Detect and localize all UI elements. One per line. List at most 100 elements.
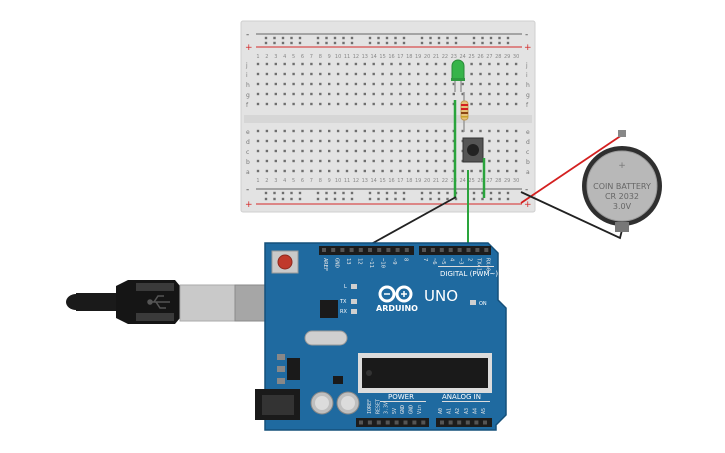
svg-text:20: 20 [424, 178, 430, 184]
svg-text:4: 4 [283, 54, 286, 60]
svg-text:2: 2 [467, 258, 473, 261]
reset-button[interactable] [271, 250, 299, 274]
svg-text:27: 27 [486, 54, 492, 60]
svg-text:RX◂0: RX◂0 [484, 258, 490, 271]
svg-text:GND: GND [400, 405, 406, 414]
svg-text:12: 12 [353, 54, 359, 60]
svg-text:a: a [526, 169, 530, 176]
rail-plus-label-bottom: + [245, 200, 253, 210]
svg-text:26: 26 [477, 54, 483, 60]
rail-plus-label-right: + [524, 43, 532, 53]
breadboard[interactable]: - + - + - + - + j i h g f e d c b a j i … [240, 20, 536, 213]
svg-text:25: 25 [468, 54, 474, 60]
arduino-model: UNO [424, 287, 458, 305]
svg-text:d: d [526, 139, 530, 146]
svg-text:2: 2 [265, 54, 268, 60]
rail-minus-label: - [246, 30, 249, 40]
svg-text:~10: ~10 [380, 258, 386, 268]
svg-text:10: 10 [335, 178, 341, 184]
l-led [351, 284, 357, 289]
svg-text:A0: A0 [438, 408, 444, 414]
svg-text:12: 12 [357, 258, 363, 265]
svg-text:A1: A1 [447, 408, 453, 414]
rx-led [351, 309, 357, 314]
breadboard-holes [256, 36, 518, 201]
coin-battery[interactable]: + COIN BATTERY CR 2032 3.0V [582, 130, 662, 232]
svg-text:29: 29 [504, 54, 510, 60]
svg-text:30: 30 [513, 54, 519, 60]
svg-text:A2: A2 [455, 408, 461, 414]
svg-text:7: 7 [310, 54, 313, 60]
svg-text:2: 2 [265, 178, 268, 184]
svg-text:RESET: RESET [375, 399, 381, 414]
rail-minus-label-bottom-right: - [525, 185, 528, 195]
svg-text:24: 24 [460, 178, 466, 184]
battery-red-wire[interactable] [520, 134, 623, 204]
svg-text:17: 17 [397, 54, 403, 60]
battery-label-2: CR 2032 [605, 192, 639, 201]
rail-minus-label-right: - [525, 30, 528, 40]
svg-text:AREF: AREF [322, 258, 328, 271]
svg-text:22: 22 [442, 178, 448, 184]
svg-text:21: 21 [433, 178, 439, 184]
atmega-chip [358, 353, 492, 393]
svg-text:d: d [246, 139, 250, 146]
svg-text:8: 8 [319, 178, 322, 184]
svg-text:30: 30 [513, 178, 519, 184]
svg-text:TX▸1: TX▸1 [475, 258, 481, 271]
push-button[interactable] [462, 137, 484, 163]
battery-label-3: 3.0V [613, 202, 632, 211]
svg-text:~5: ~5 [440, 258, 446, 265]
svg-text:13: 13 [345, 258, 351, 265]
svg-text:A5: A5 [481, 408, 487, 414]
svg-text:28: 28 [495, 178, 501, 184]
resistor[interactable] [460, 92, 469, 132]
green-led[interactable] [451, 59, 465, 92]
svg-text:15: 15 [379, 178, 385, 184]
svg-text:13: 13 [362, 54, 368, 60]
svg-text:1: 1 [256, 54, 259, 60]
on-label: ON [479, 301, 487, 307]
svg-text:18: 18 [406, 178, 412, 184]
svg-text:27: 27 [486, 178, 492, 184]
digital-label: DIGITAL (PWM~) [440, 270, 498, 278]
svg-text:29: 29 [504, 178, 510, 184]
svg-text:h: h [246, 82, 250, 89]
svg-text:e: e [526, 129, 530, 136]
svg-text:11: 11 [344, 54, 350, 60]
arduino-brand: ARDUINO [376, 304, 418, 313]
svg-text:~6: ~6 [431, 258, 437, 265]
svg-text:16: 16 [388, 54, 394, 60]
svg-text:i: i [526, 72, 528, 79]
svg-text:4: 4 [449, 258, 455, 262]
svg-text:13: 13 [362, 178, 368, 184]
svg-text:8: 8 [403, 258, 409, 261]
column-numbers: 1122334455667788991010111112121313141415… [256, 54, 519, 184]
svg-text:1: 1 [256, 178, 259, 184]
svg-text:20: 20 [424, 54, 430, 60]
svg-text:j: j [525, 62, 528, 69]
svg-text:5: 5 [292, 178, 295, 184]
power-header [356, 418, 429, 427]
usb-cable[interactable] [66, 280, 296, 324]
battery-black-wire[interactable] [520, 191, 623, 240]
svg-text:j: j [245, 62, 248, 69]
breadboard-channel [244, 115, 532, 123]
svg-text:22: 22 [442, 54, 448, 60]
usb-chip [320, 300, 338, 318]
battery-plus-label: + [618, 161, 626, 171]
svg-text:3: 3 [274, 54, 277, 60]
svg-text:25: 25 [468, 178, 474, 184]
gnd-black-wire[interactable] [363, 196, 457, 249]
svg-text:21: 21 [433, 54, 439, 60]
svg-text:g: g [246, 92, 250, 99]
svg-text:8: 8 [319, 54, 322, 60]
svg-text:19: 19 [415, 54, 421, 60]
crystal [304, 330, 348, 346]
svg-text:f: f [526, 102, 529, 109]
svg-text:11: 11 [344, 178, 350, 184]
